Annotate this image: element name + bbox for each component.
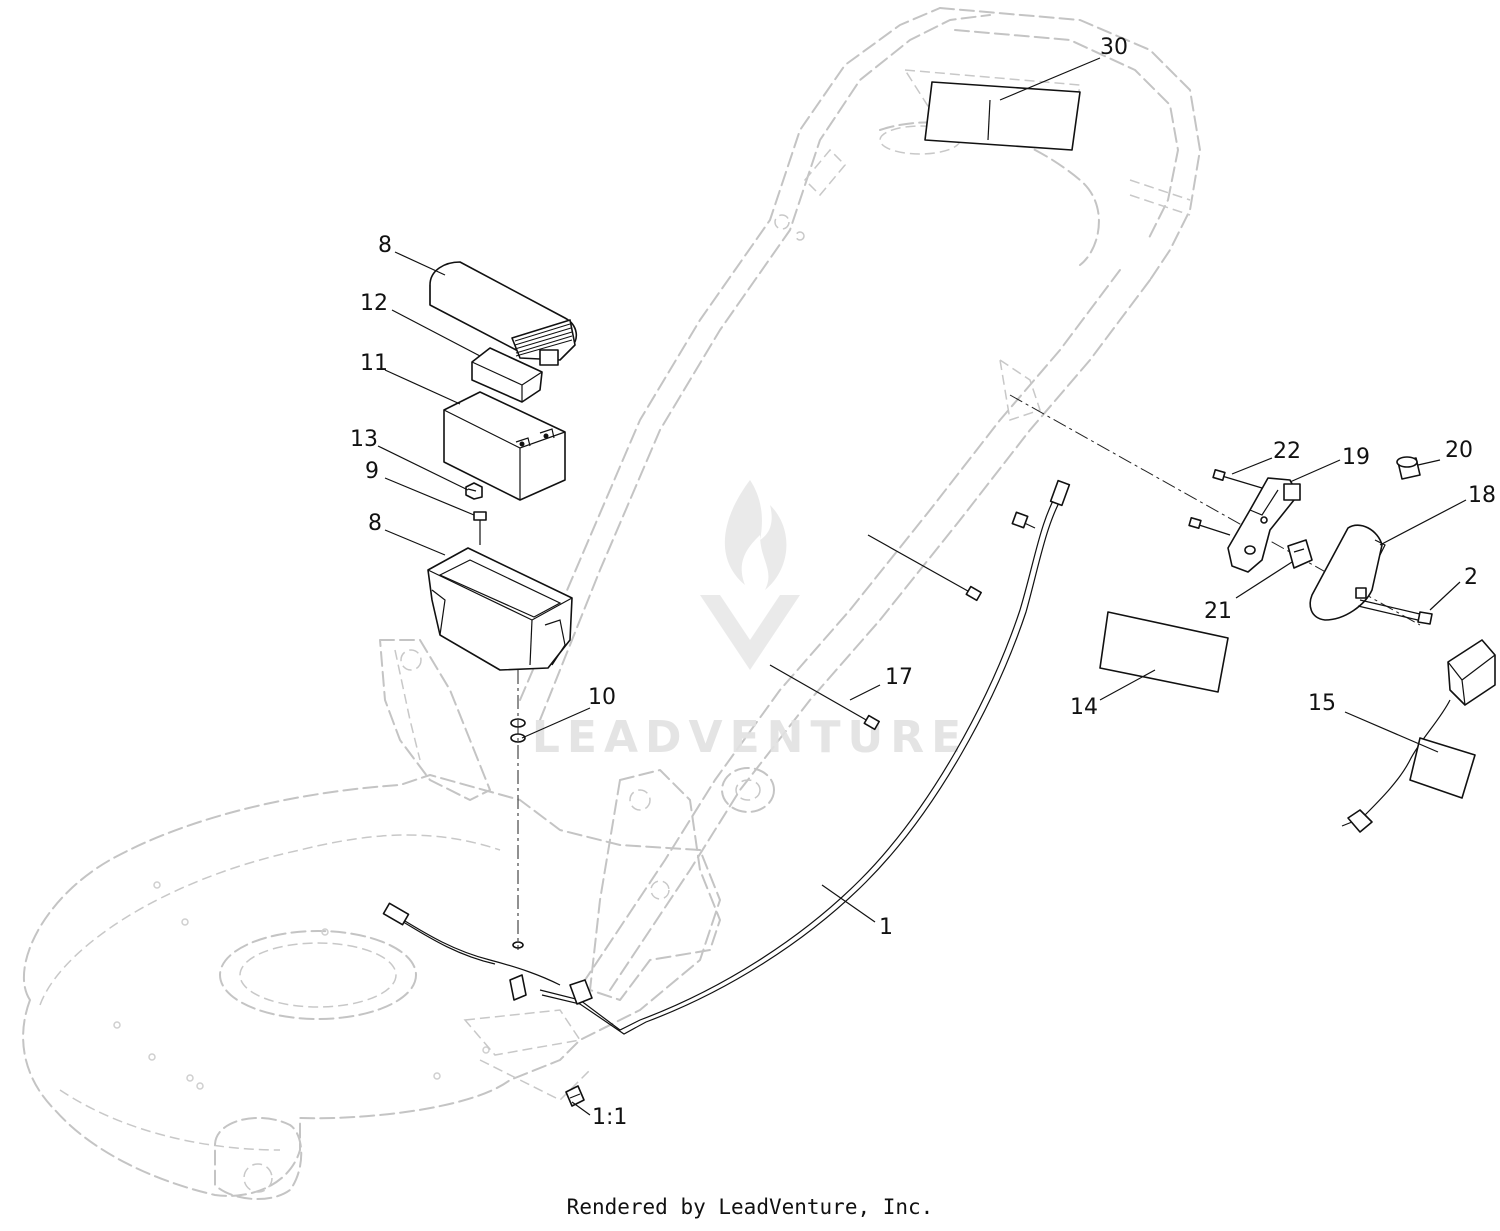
part-wire-ties-17 [769,534,982,731]
part-battery [443,391,566,501]
part-bolt-2 [1357,599,1433,625]
part-battery-cover [429,261,578,366]
leader-lines [377,57,1467,1116]
part-switch-housing-19 [1227,477,1301,573]
callout-14: 14 [1070,695,1098,720]
callout-19: 19 [1342,445,1370,470]
part-decal-30 [924,81,1081,151]
callout-15: 15 [1308,691,1336,716]
watermark-text: LEADVENTURE [532,712,968,763]
callout-8-top: 8 [378,233,392,258]
part-screws-22 [1188,468,1263,536]
callout-17: 17 [885,665,913,690]
part-charger-15 [1341,639,1496,833]
callout-30: 30 [1100,35,1128,60]
part-battery-tray [427,547,573,671]
part-connector-1-1 [565,1085,585,1107]
callout-8-bottom: 8 [368,511,382,536]
part-decal-14 [1099,611,1229,693]
callout-22: 22 [1273,439,1301,464]
callout-20: 20 [1445,438,1473,463]
part-screw-9 [473,511,487,545]
callout-9: 9 [365,459,379,484]
callout-12: 12 [360,291,388,316]
part-plug-20 [1396,456,1421,480]
part-switch-cover-18 [1309,524,1386,621]
part-wire-harness [382,479,1071,1035]
callout-10: 10 [588,685,616,710]
callout-11: 11 [360,351,388,376]
callout-21: 21 [1204,599,1232,624]
callout-1-1: 1:1 [592,1105,627,1130]
callout-1: 1 [879,915,893,940]
part-terminal-13 [465,482,483,500]
callout-13: 13 [350,427,378,452]
callout-18: 18 [1468,483,1496,508]
callout-labels: 30 8 12 11 13 9 8 22 19 20 18 2 21 14 17… [350,35,1496,1130]
callout-2: 2 [1464,565,1478,590]
footer-credit: Rendered by LeadVenture, Inc. [566,1195,934,1219]
part-foam-pad [471,347,543,403]
phantom-mower [22,7,1201,1201]
watermark-logo: LEADVENTURE [532,480,968,763]
part-switch-21 [1287,539,1313,569]
assembly-centerline-switch [1009,394,1421,626]
